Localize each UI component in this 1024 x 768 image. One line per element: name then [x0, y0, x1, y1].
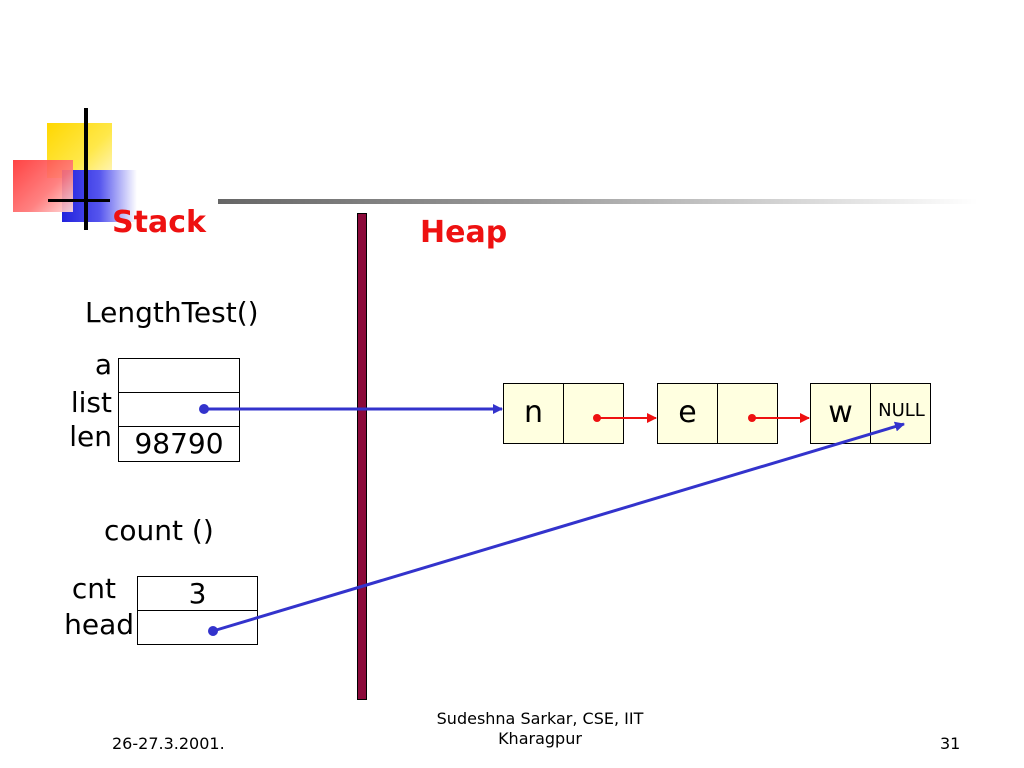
node-n-data: n — [503, 383, 564, 444]
footer-date: 26-27.3.2001. — [112, 734, 225, 753]
link-e-to-w-dot — [748, 414, 756, 422]
logo-red-square — [13, 160, 73, 212]
logo-decoration — [10, 108, 140, 233]
var-list-label: list — [70, 386, 112, 419]
logo-vertical-line — [84, 108, 88, 230]
lengthtest-label: LengthTest() — [85, 296, 259, 329]
var-head-label: head — [64, 608, 134, 641]
footer-author-line2: Kharagpur — [498, 729, 582, 748]
footer-author: Sudeshna Sarkar, CSE, IIT Kharagpur — [380, 709, 700, 749]
stack-title: Stack — [112, 205, 206, 240]
link-n-to-e-dot — [593, 414, 601, 422]
var-a-label: a — [94, 348, 112, 381]
list-pointer-dot — [199, 404, 209, 414]
count-label: count () — [104, 514, 214, 547]
header-rule — [218, 199, 978, 204]
null-label: NULL — [878, 400, 925, 421]
logo-blue-square — [62, 170, 137, 222]
node-e-next — [717, 383, 778, 444]
logo-horizontal-line — [48, 199, 110, 202]
node-e-data: e — [657, 383, 718, 444]
var-cnt-cell: 3 — [137, 576, 258, 611]
node-n-next — [563, 383, 624, 444]
heap-title: Heap — [420, 215, 508, 250]
node-w-data: w — [810, 383, 871, 444]
node-w-next: NULL — [870, 383, 931, 444]
stack-heap-divider — [357, 213, 367, 700]
footer-page-number: 31 — [940, 734, 961, 753]
var-cnt-label: cnt — [71, 572, 116, 605]
head-pointer-dot — [208, 626, 218, 636]
var-len-label: len — [69, 420, 112, 453]
var-head-cell — [137, 610, 258, 645]
footer-author-line1: Sudeshna Sarkar, CSE, IIT — [436, 709, 644, 728]
var-a-cell — [118, 358, 240, 393]
var-len-cell: 98790 — [118, 426, 240, 462]
head-pointer-arrow — [212, 421, 905, 633]
